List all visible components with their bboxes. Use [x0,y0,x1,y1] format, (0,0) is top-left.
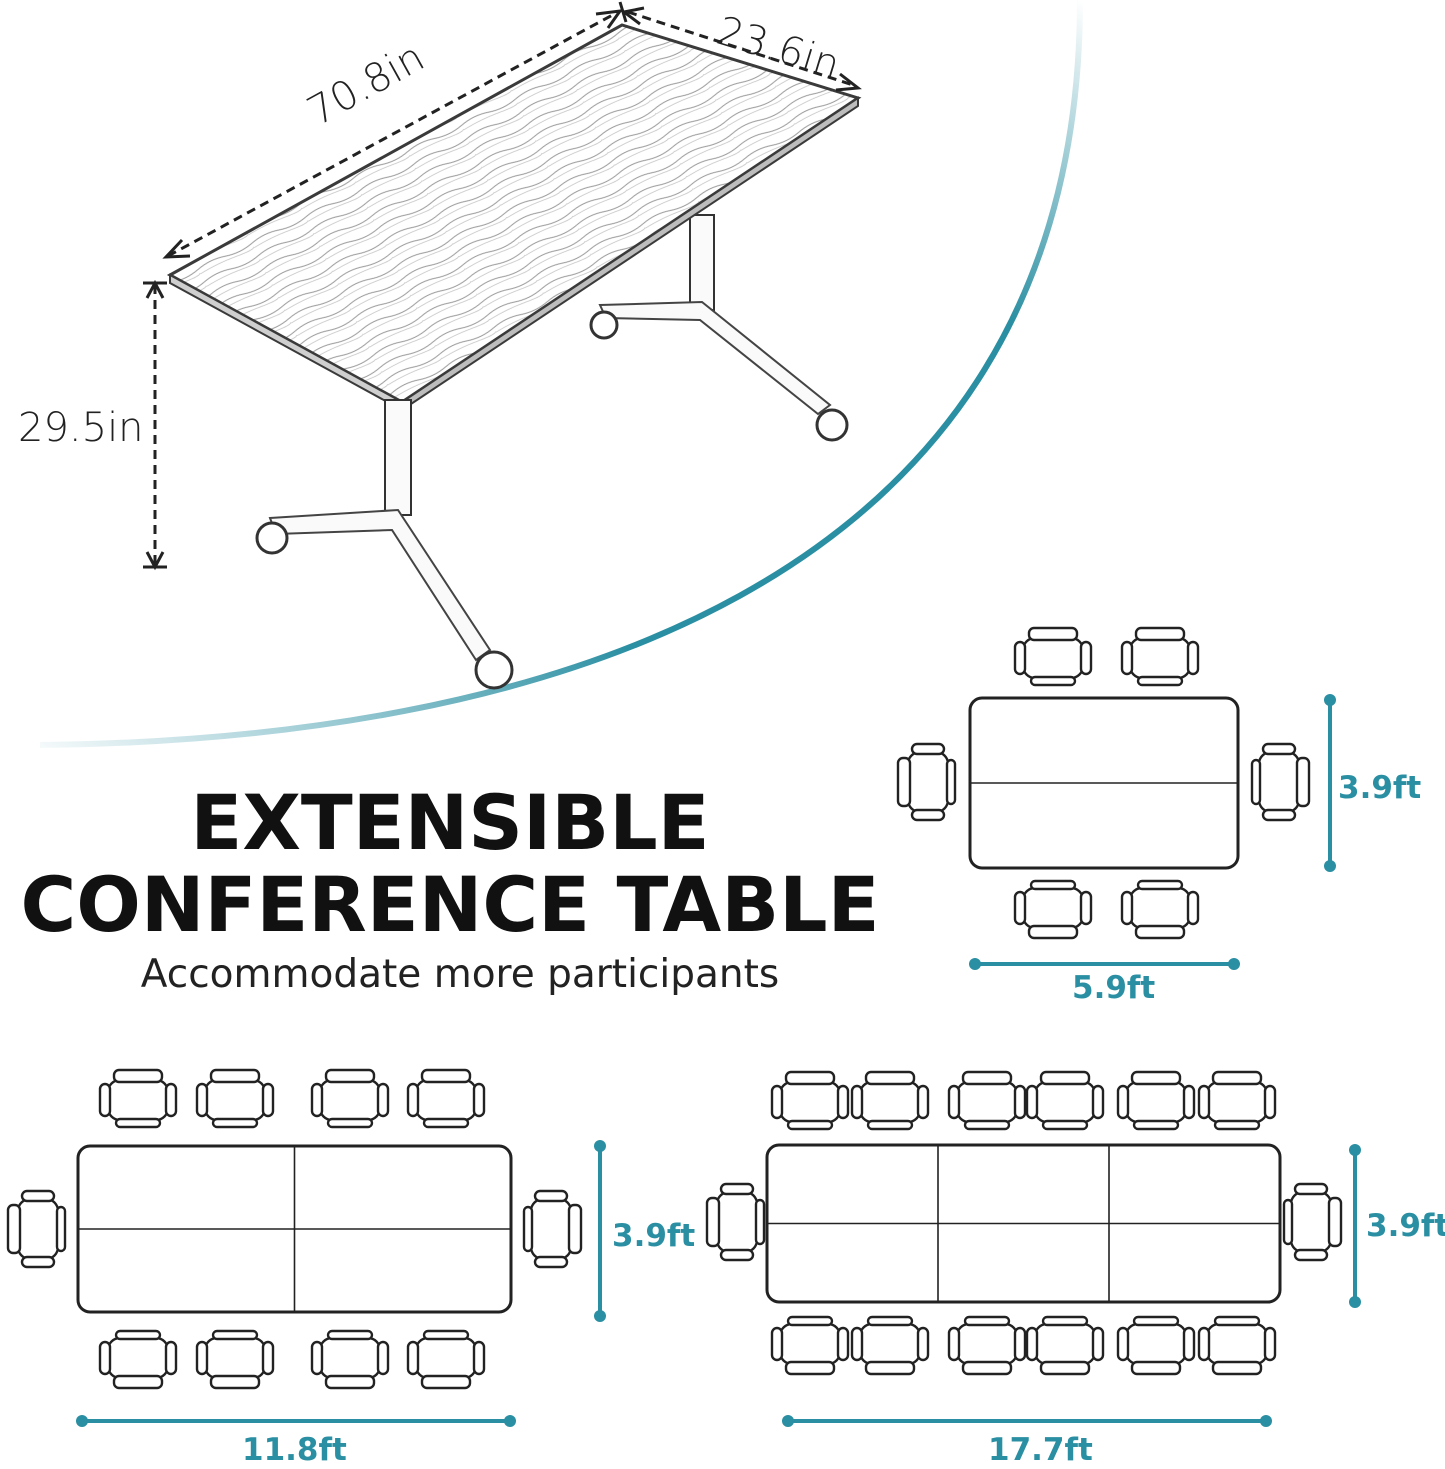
chair-icon [98,1329,178,1390]
layout-1-depth-label: 3.9ft [1338,770,1422,806]
dimension-endpoint [782,1415,794,1427]
layout-3-width-label: 17.7ft [988,1432,1093,1468]
dimension-endpoint [504,1415,516,1427]
headline-line-1: EXTENSIBLE [190,778,710,867]
dimension-endpoint [969,958,981,970]
chair-icon [1120,879,1200,940]
chair-icon [310,1068,390,1129]
chair-icon [770,1070,850,1131]
chair-icon [705,1182,766,1262]
chair-icon [406,1068,486,1129]
subtitle: Accommodate more participants [140,952,780,997]
chair-icon [1013,626,1093,687]
dimension-endpoint [1260,1415,1272,1427]
dimension-endpoint [1324,694,1336,706]
dimension-endpoint [1228,958,1240,970]
chair-icon [406,1329,486,1390]
chair-icon [310,1329,390,1390]
layout-2-depth-label: 3.9ft [612,1218,696,1254]
chair-icon [195,1329,275,1390]
table-sketch [166,23,862,690]
chair-icon [1013,879,1093,940]
headline-line-2: CONFERENCE TABLE [20,860,880,949]
chair-icon [850,1070,930,1131]
chair-icon [6,1189,67,1269]
layout-3-depth-label: 3.9ft [1366,1208,1445,1244]
chair-icon [896,742,957,822]
layout-1-width-label: 5.9ft [1072,970,1156,1006]
chair-icon [522,1189,583,1269]
chair-icon [947,1315,1027,1376]
dimension-endpoint [594,1140,606,1152]
layout-2-width-label: 11.8ft [242,1432,347,1468]
chair-icon [98,1068,178,1129]
chair-icon [1282,1182,1343,1262]
chair-icon [1116,1070,1196,1131]
dimension-endpoint [1349,1144,1361,1156]
dimension-lines [143,1,862,571]
dimension-endpoint [1349,1296,1361,1308]
chair-icon [947,1070,1027,1131]
chair-icon [1120,626,1200,687]
decorative-arc [39,0,1083,748]
chair-icon [1250,742,1311,822]
chair-icon [1116,1315,1196,1376]
dimension-endpoint [594,1310,606,1322]
dimension-endpoint [76,1415,88,1427]
chair-icon [1025,1315,1105,1376]
chair-icon [850,1315,930,1376]
dimension-endpoint [1324,860,1336,872]
chair-icon [1197,1315,1277,1376]
chair-icon [1025,1070,1105,1131]
height-label: 29.5in [18,405,144,451]
chair-icon [195,1068,275,1129]
seating-layouts [6,626,1361,1427]
chair-icon [770,1315,850,1376]
chair-icon [1197,1070,1277,1131]
